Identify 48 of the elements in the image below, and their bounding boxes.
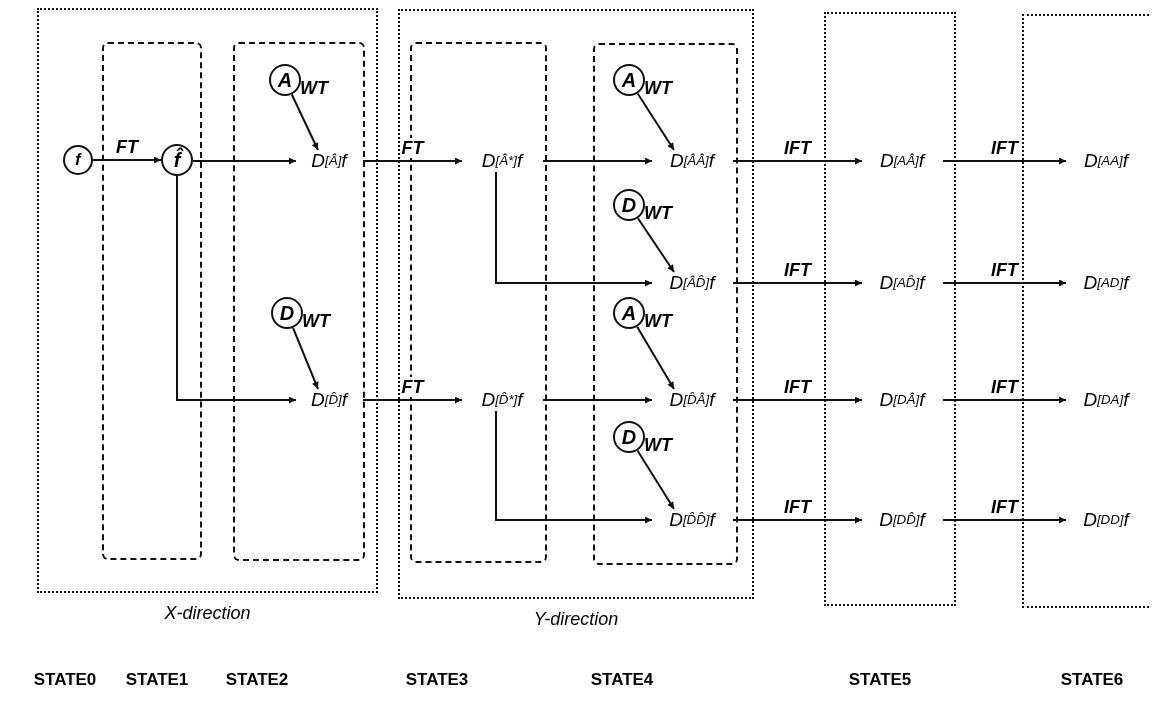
edge-label: FT bbox=[400, 138, 425, 158]
arrow bbox=[362, 157, 463, 165]
edge-label: WT bbox=[643, 78, 673, 98]
arrow bbox=[495, 410, 653, 524]
state-label: STATE0 bbox=[33, 670, 97, 690]
state-label: STATE3 bbox=[405, 670, 469, 690]
arrow bbox=[636, 449, 675, 510]
arrow bbox=[732, 396, 863, 404]
state-label: STATE5 bbox=[848, 670, 912, 690]
circle-node: D bbox=[613, 421, 645, 453]
edge-label: WT bbox=[299, 78, 329, 98]
state-label: STATE2 bbox=[225, 670, 289, 690]
edge-label: WT bbox=[643, 203, 673, 223]
direction-label: X-direction bbox=[164, 603, 251, 624]
edge-label: WT bbox=[301, 311, 331, 331]
arrow bbox=[92, 156, 162, 164]
arrow bbox=[636, 92, 675, 151]
arrow bbox=[942, 157, 1067, 165]
circle-node: A bbox=[269, 64, 301, 96]
arrow bbox=[732, 279, 863, 287]
arrow bbox=[292, 326, 319, 390]
edge-label: FT bbox=[400, 377, 425, 397]
arrow bbox=[192, 157, 297, 165]
circle-node: D bbox=[613, 189, 645, 221]
circle-node: A bbox=[613, 64, 645, 96]
arrow bbox=[542, 396, 653, 404]
state-label: STATE6 bbox=[1060, 670, 1124, 690]
arrow bbox=[636, 217, 675, 273]
arrow bbox=[542, 157, 653, 165]
circle-node: A bbox=[613, 297, 645, 329]
circle-node: D bbox=[271, 297, 303, 329]
state-label: STATE1 bbox=[125, 670, 189, 690]
arrow bbox=[942, 279, 1067, 287]
circle-node: f bbox=[63, 145, 93, 175]
arrow bbox=[942, 516, 1067, 524]
arrow bbox=[942, 396, 1067, 404]
circle-node: f̂ bbox=[161, 144, 193, 176]
edge-label: WT bbox=[643, 435, 673, 455]
arrow bbox=[290, 93, 319, 151]
edge-label: WT bbox=[643, 311, 673, 331]
arrow bbox=[636, 325, 675, 390]
state-label: STATE4 bbox=[590, 670, 654, 690]
arrow bbox=[176, 175, 297, 404]
direction-label: Y-direction bbox=[533, 609, 619, 630]
arrow bbox=[732, 516, 863, 524]
arrow bbox=[732, 157, 863, 165]
arrow bbox=[495, 171, 653, 287]
arrow bbox=[362, 396, 463, 404]
